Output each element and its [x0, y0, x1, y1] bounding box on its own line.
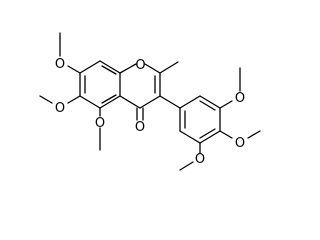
methoxy-oxygen-label: O [195, 152, 205, 167]
carbonyl-oxygen-label: O [135, 120, 145, 135]
bond [179, 95, 201, 109]
bond [119, 63, 137, 74]
double-bond [101, 65, 117, 75]
bond [139, 95, 161, 109]
double-bond [199, 128, 216, 139]
bond [144, 63, 161, 74]
bond [99, 95, 121, 109]
methoxy-oxygen-label: O [95, 116, 105, 131]
methoxy-oxygen-label: O [55, 57, 65, 72]
bond [199, 95, 221, 109]
bond [159, 95, 181, 109]
methoxy-oxygen-label: O [55, 101, 65, 116]
methyl-bond [159, 61, 179, 74]
atom-labels: O O O O O O O O [55, 57, 245, 167]
bond [119, 95, 141, 109]
methoxy-bond [39, 95, 53, 104]
methoxy-bond [219, 130, 233, 139]
bond [79, 60, 101, 74]
methoxy-bond [67, 65, 81, 74]
molecule-drawing: O O O O O O O O [39, 32, 261, 171]
ring-oxygen-label: O [135, 58, 145, 73]
methoxy-bond [67, 95, 81, 104]
methoxy-bond [247, 130, 261, 139]
bond [79, 95, 101, 109]
double-bond [101, 94, 117, 104]
double-bond [199, 100, 216, 111]
bonds [39, 32, 261, 171]
methoxy-oxygen-label: O [235, 136, 245, 151]
bond [179, 130, 201, 144]
methoxy-bond [179, 161, 194, 171]
bond [199, 130, 221, 144]
methoxy-oxygen-label: O [235, 91, 245, 106]
bond [99, 60, 121, 74]
structure-diagram: O O O O O O O O [39, 32, 261, 171]
methoxy-bond [219, 100, 233, 109]
